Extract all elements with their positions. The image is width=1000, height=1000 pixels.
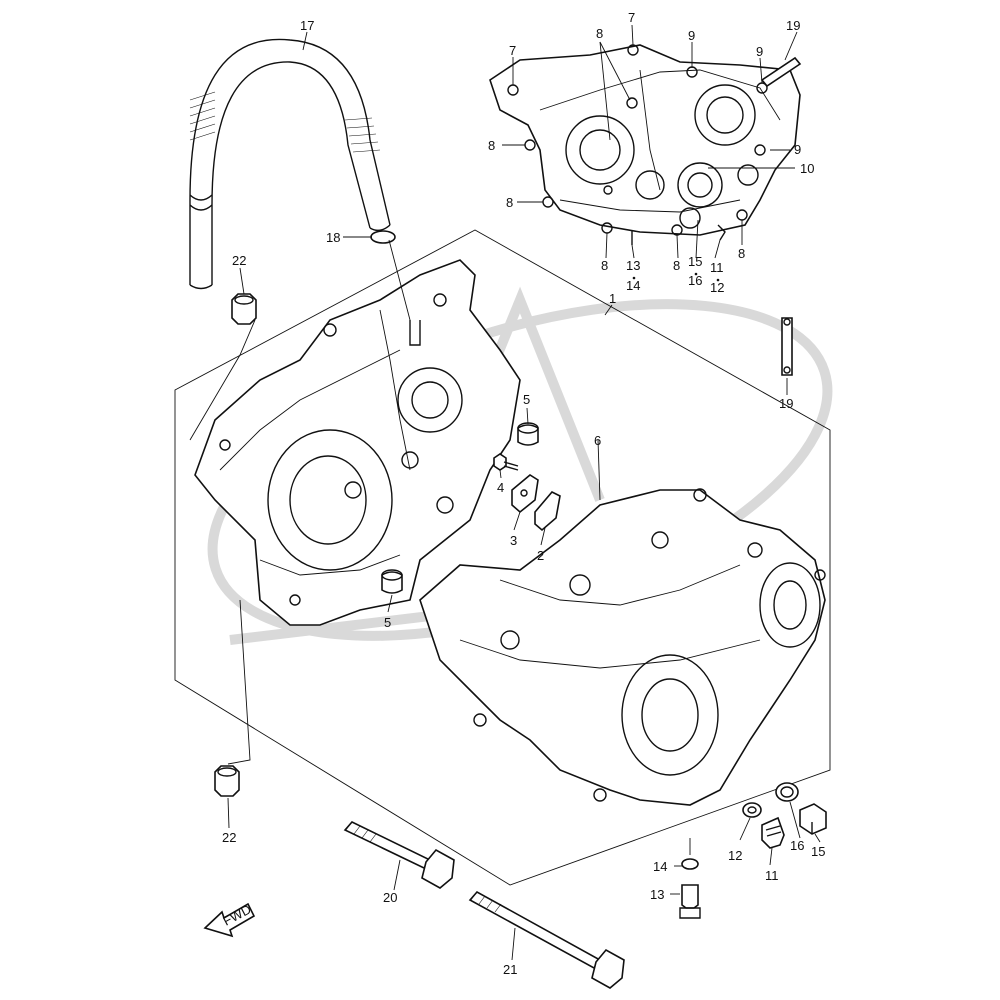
callout-20: 20 <box>383 890 397 905</box>
callout-12-lower: 12 <box>728 848 742 863</box>
callout-9-side: 9 <box>794 142 801 157</box>
callout-labels: 17 18 22 1 5 4 3 2 5 6 19 7 7 8 9 9 19 8… <box>222 10 825 977</box>
callout-3: 3 <box>510 533 517 548</box>
callout-2: 2 <box>537 548 544 563</box>
dowel-pin-lower <box>381 569 403 594</box>
long-bolt-21 <box>468 890 625 989</box>
callout-11-lower: 11 <box>765 868 779 883</box>
plug-bolt <box>761 816 785 849</box>
o-ring <box>775 782 799 802</box>
crankcase-left-half <box>194 259 521 626</box>
callout-13-upper: 13 <box>626 258 640 273</box>
callout-14-lower: 14 <box>653 859 667 874</box>
callout-8-top: 8 <box>596 26 603 41</box>
callout-6: 6 <box>594 433 601 448</box>
callout-19-upper: 19 <box>786 18 800 33</box>
small-bolt <box>493 453 519 471</box>
callout-19-lower: 19 <box>779 396 793 411</box>
callout-1: 1 <box>609 291 616 306</box>
callout-7-left: 7 <box>509 43 516 58</box>
callout-22-upper: 22 <box>232 253 246 268</box>
callout-16-lower: 16 <box>790 838 804 853</box>
long-bolt-20 <box>343 821 455 889</box>
assembly-frame <box>174 229 831 886</box>
callout-7-top: 7 <box>628 10 635 25</box>
callout-10: 10 <box>800 161 814 176</box>
callout-11-upper: 11 <box>710 260 724 275</box>
callout-21: 21 <box>503 962 517 977</box>
callout-22-lower: 22 <box>222 830 236 845</box>
callout-9-left: 9 <box>688 28 695 43</box>
callout-15-upper: 15 <box>688 254 702 269</box>
hose-clip <box>370 230 396 244</box>
callout-15-lower: 15 <box>811 844 825 859</box>
callout-9-right: 9 <box>756 44 763 59</box>
drain-bolt <box>679 884 701 919</box>
breather-hose <box>189 38 391 290</box>
drain-washer <box>681 858 699 870</box>
callout-13-lower: 13 <box>650 887 664 902</box>
callout-17: 17 <box>300 18 314 33</box>
plate-gasket <box>534 491 561 532</box>
callout-18: 18 <box>326 230 340 245</box>
crankcase-right-half <box>419 488 826 806</box>
dowel-pin-upper <box>517 422 539 446</box>
callout-8-bottom-1: 8 <box>601 258 608 273</box>
callout-4: 4 <box>497 480 504 495</box>
callout-8-left: 8 <box>488 138 495 153</box>
forward-arrow-icon: FWD <box>203 902 256 938</box>
crankcase-right-half-view <box>489 44 801 245</box>
callout-8-bottom-3: 8 <box>738 246 745 261</box>
callout-16-upper: 16 <box>688 273 702 288</box>
nut-lower <box>214 765 240 797</box>
callout-12-upper: 12 <box>710 280 724 295</box>
nut-upper <box>231 293 257 325</box>
callout-5-lower: 5 <box>384 615 391 630</box>
callout-5-upper: 5 <box>523 392 530 407</box>
drain-plug <box>799 803 827 835</box>
retainer-plate <box>511 474 539 514</box>
callout-8-bottom-2: 8 <box>673 258 680 273</box>
hose-guide-bracket <box>781 317 793 376</box>
hose-guide-bracket-small <box>760 56 802 88</box>
callout-14-upper: 14 <box>626 278 640 293</box>
sealing-washer <box>742 802 762 818</box>
leader-lines <box>189 24 821 961</box>
callout-8-left-lower: 8 <box>506 195 513 210</box>
